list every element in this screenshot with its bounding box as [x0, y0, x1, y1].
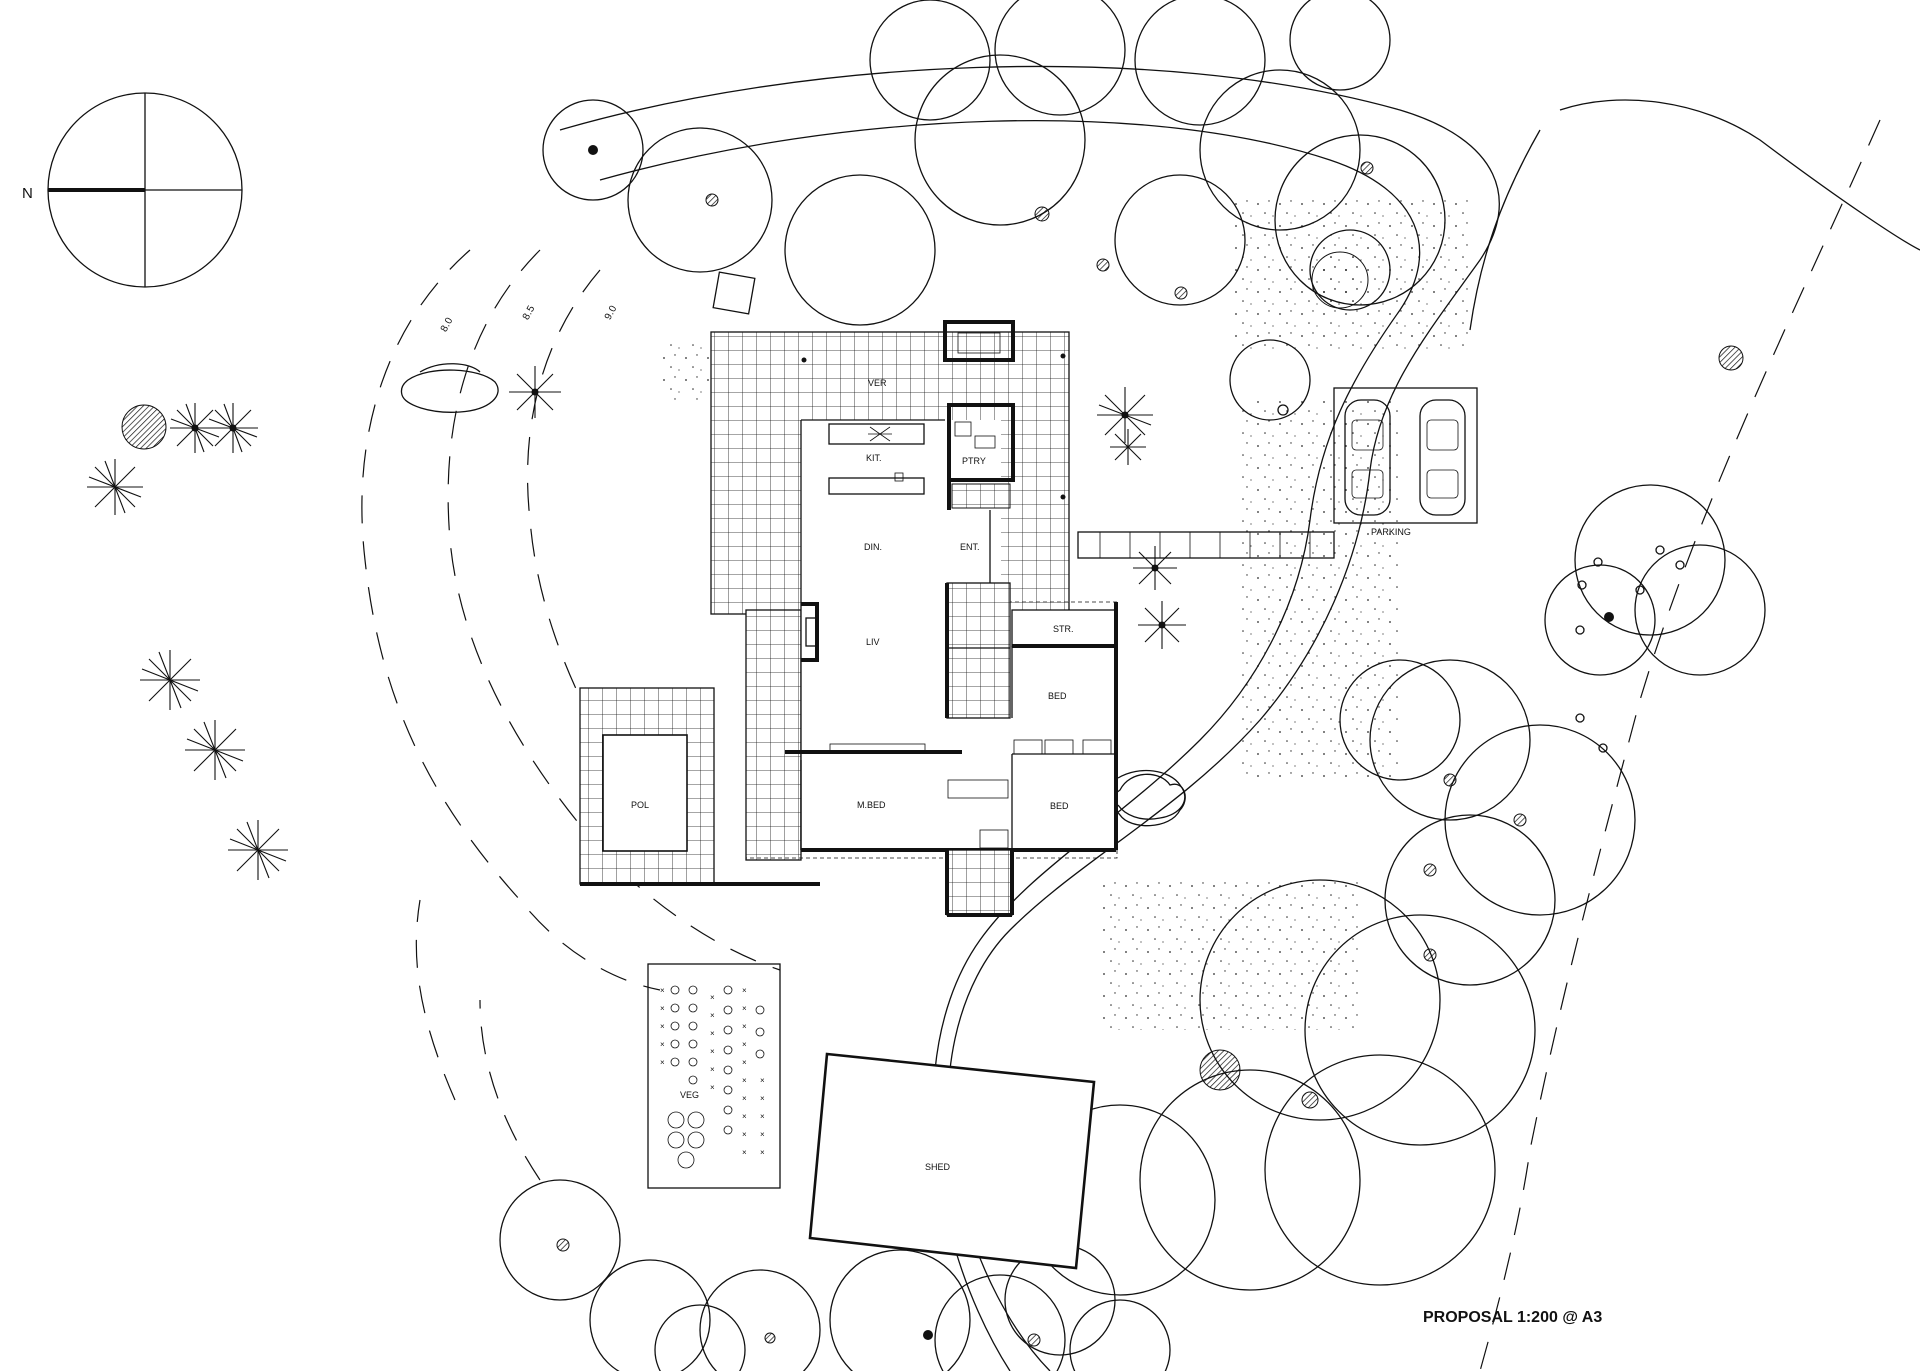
svg-text:×: × — [742, 1148, 747, 1157]
room-label-bed-1: BED — [1048, 691, 1067, 701]
svg-text:×: × — [742, 1040, 747, 1049]
vegetable-garden: × × × × × × × × × × × × × × × × × × × × × × × × × × VEG — [647, 963, 781, 1189]
svg-text:×: × — [742, 1130, 747, 1139]
svg-text:×: × — [660, 1040, 665, 1049]
svg-text:×: × — [660, 1004, 665, 1013]
svg-text:×: × — [760, 1094, 765, 1103]
svg-text:×: × — [660, 986, 665, 995]
svg-text:×: × — [710, 993, 715, 1002]
car-left — [1344, 399, 1391, 516]
contour-lines: 8.0 8.5 9.0 — [361, 249, 781, 1181]
svg-text:×: × — [710, 1065, 715, 1074]
svg-text:×: × — [760, 1112, 765, 1121]
house-plan: VER KIT. PTRY DIN. ENT. LIV STR. BED BED… — [710, 320, 1186, 917]
room-label-pantry: PTRY — [962, 456, 986, 466]
contour-label-8-5: 8.5 — [521, 304, 538, 322]
svg-text:×: × — [710, 1011, 715, 1020]
svg-text:×: × — [660, 1022, 665, 1031]
svg-text:×: × — [760, 1148, 765, 1157]
room-label-bed-2: BED — [1050, 801, 1069, 811]
pool-deck: POL — [579, 687, 820, 886]
room-label-vegetables: VEG — [680, 1090, 699, 1100]
entry-path — [1077, 531, 1335, 559]
shrub-symbols — [87, 366, 1186, 880]
north-compass: N — [22, 92, 243, 288]
svg-text:×: × — [742, 1058, 747, 1067]
svg-text:×: × — [760, 1076, 765, 1085]
room-label-dining: DIN. — [864, 542, 882, 552]
parking-label: PARKING — [1371, 527, 1411, 537]
room-label-shed: SHED — [925, 1162, 951, 1172]
room-label-store: STR. — [1053, 624, 1074, 634]
svg-text:×: × — [710, 1029, 715, 1038]
tree-canopies — [121, 0, 1766, 1371]
svg-text:×: × — [742, 1076, 747, 1085]
svg-text:×: × — [710, 1083, 715, 1092]
car-right — [1419, 399, 1466, 516]
room-label-living: LIV — [866, 637, 880, 647]
svg-text:×: × — [710, 1047, 715, 1056]
svg-text:×: × — [742, 1022, 747, 1031]
room-label-pool: POL — [631, 800, 649, 810]
room-label-verandah: VER — [868, 378, 887, 388]
contour-label-8-0: 8.0 — [439, 316, 456, 334]
room-label-entry: ENT. — [960, 542, 980, 552]
svg-text:×: × — [760, 1130, 765, 1139]
svg-text:×: × — [660, 1058, 665, 1067]
shed: SHED — [808, 1052, 1096, 1270]
svg-text:×: × — [742, 1094, 747, 1103]
room-label-master-bed: M.BED — [857, 800, 886, 810]
contour-label-9-0: 9.0 — [603, 304, 620, 322]
north-label: N — [22, 185, 33, 202]
svg-text:×: × — [742, 1112, 747, 1121]
scale-note: PROPOSAL 1:200 @ A3 — [1423, 1309, 1602, 1326]
svg-text:×: × — [742, 986, 747, 995]
parking-area: PARKING — [1333, 387, 1478, 537]
svg-text:×: × — [742, 1004, 747, 1013]
room-label-kitchen: KIT. — [866, 453, 882, 463]
